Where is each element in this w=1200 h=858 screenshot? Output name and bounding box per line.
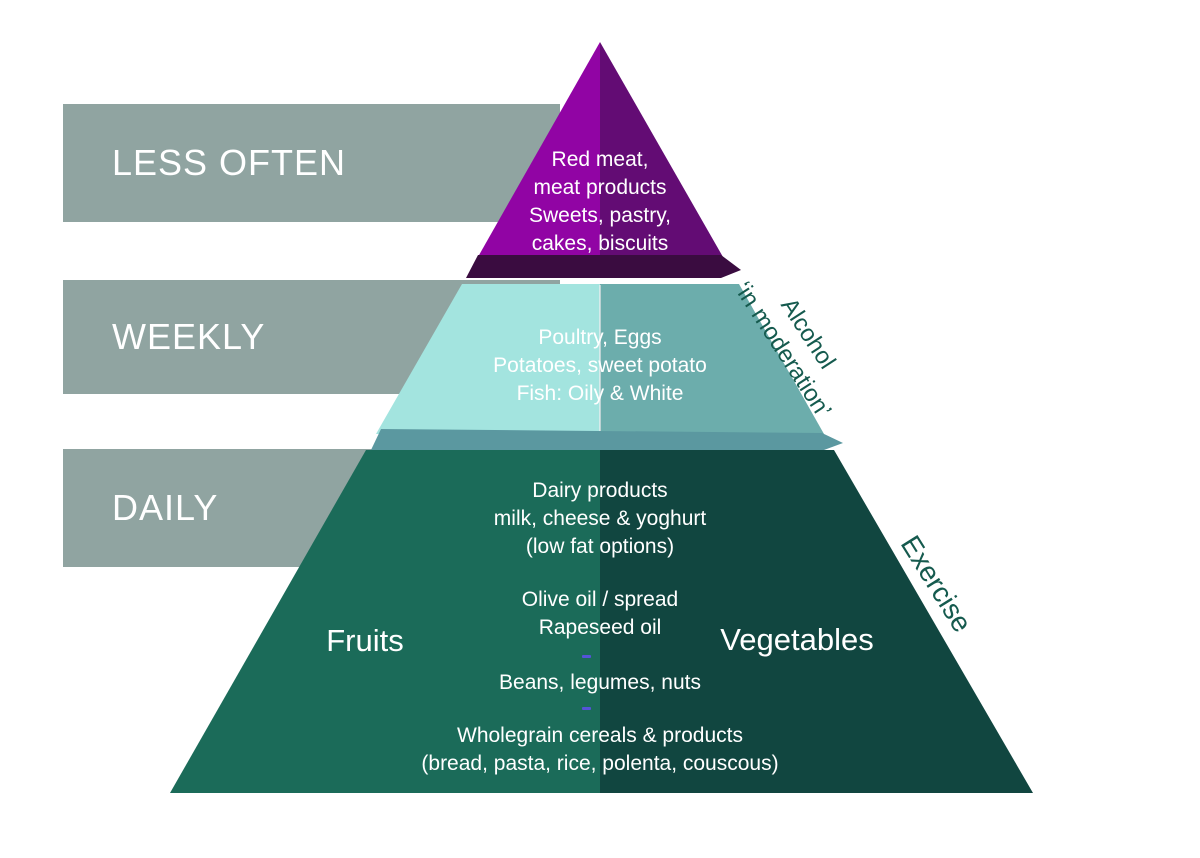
wholegrain-line: Wholegrain cereals & products — [457, 724, 743, 747]
tier-top-right-half — [600, 42, 731, 271]
tier-top-line: cakes, biscuits — [531, 232, 669, 255]
dairy-text: Dairy products milk, cheese & yoghurt (l… — [400, 477, 800, 561]
oils-line: Olive oil / spread — [521, 588, 679, 611]
frequency-label-weekly: WEEKLY — [112, 316, 266, 357]
beans-line: Beans, legumes, nuts — [499, 671, 701, 694]
fruits-label: Fruits — [326, 623, 404, 658]
tier-top-line: meat products — [533, 176, 667, 199]
frequency-label-daily: DAILY — [112, 487, 219, 528]
beans-text: Beans, legumes, nuts — [400, 669, 800, 697]
tier-bottom-left-half — [170, 450, 600, 793]
dairy-line: Dairy products — [532, 479, 668, 502]
frequency-bar-less-often: LESS OFTEN — [63, 104, 560, 222]
separator-dash — [582, 707, 591, 710]
tier-top-line: Sweets, pastry, — [529, 204, 671, 227]
oils-line: Rapeseed oil — [538, 616, 662, 639]
tier-middle-center-divider — [599, 285, 601, 431]
tier-top-line: Red meat, — [551, 148, 649, 171]
tier-middle-text: Poultry, Eggs Potatoes, sweet potato Fis… — [400, 324, 800, 408]
wholegrain-line: (bread, pasta, rice, polenta, couscous) — [421, 752, 779, 775]
tier-middle-line: Poultry, Eggs — [538, 326, 662, 349]
separator-dash — [582, 655, 591, 658]
tier-bottom-right-half — [600, 450, 1033, 793]
vegetables-label: Vegetables — [720, 622, 874, 657]
tier-top-left-half — [470, 42, 600, 271]
wholegrain-text: Wholegrain cereals & products (bread, pa… — [400, 722, 800, 778]
tier-middle-left-half — [376, 284, 600, 434]
tier-middle-line: Fish: Oily & White — [516, 382, 684, 405]
tier-middle-right-half — [600, 284, 824, 434]
tier-top-text: Red meat, meat products Sweets, pastry, … — [400, 146, 800, 258]
dairy-line: (low fat options) — [525, 535, 675, 558]
tier-top-base-strip — [466, 255, 741, 278]
tier-middle-base-strip — [371, 429, 843, 450]
frequency-label-less-often: LESS OFTEN — [112, 142, 347, 183]
dairy-line: milk, cheese & yoghurt — [493, 507, 707, 530]
oils-text: Olive oil / spread Rapeseed oil — [400, 586, 800, 642]
tier-middle-line: Potatoes, sweet potato — [493, 354, 707, 377]
